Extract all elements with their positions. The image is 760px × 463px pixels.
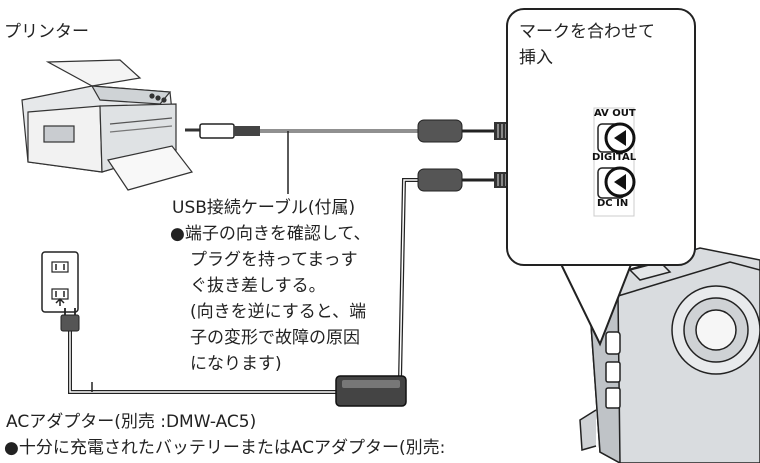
av-out-label: AV OUT bbox=[594, 108, 636, 119]
bottom-note: ●十分に充電されたバッテリーまたはACアダプター(別売: bbox=[4, 438, 446, 458]
ac-adapter-label: ACアダプター(別売 :DMW-AC5) bbox=[6, 412, 257, 432]
callout-text-line-1: マークを合わせて bbox=[519, 22, 655, 42]
callout-text-line-2: 挿入 bbox=[519, 48, 553, 68]
printer-icon bbox=[21, 59, 194, 191]
note-line-2: プラグを持ってまっす bbox=[190, 250, 358, 270]
triangle-mark-icon bbox=[614, 174, 626, 190]
callout-pointer bbox=[559, 261, 633, 347]
note-line-5: 子の変形で故障の原因 bbox=[190, 328, 360, 348]
digital-label: DIGITAL bbox=[592, 152, 637, 163]
note-line-1: ●端子の向きを確認して、 bbox=[170, 224, 371, 244]
power-outlet-icon bbox=[41, 251, 80, 332]
note-line-4: (向きを逆にすると、端 bbox=[190, 302, 367, 322]
triangle-mark-icon bbox=[614, 130, 626, 146]
dc-in-label: DC IN bbox=[597, 198, 629, 209]
ac-adapter-icon bbox=[335, 375, 407, 407]
printer-label: プリンター bbox=[4, 22, 89, 42]
camera-port-panel bbox=[593, 107, 636, 217]
usb-cable-label: USB接続ケーブル(付属) bbox=[172, 198, 356, 218]
usb-plug-icon bbox=[199, 123, 235, 139]
note-line-6: になります) bbox=[190, 354, 282, 374]
note-line-3: ぐ抜き差しする。 bbox=[190, 276, 326, 296]
